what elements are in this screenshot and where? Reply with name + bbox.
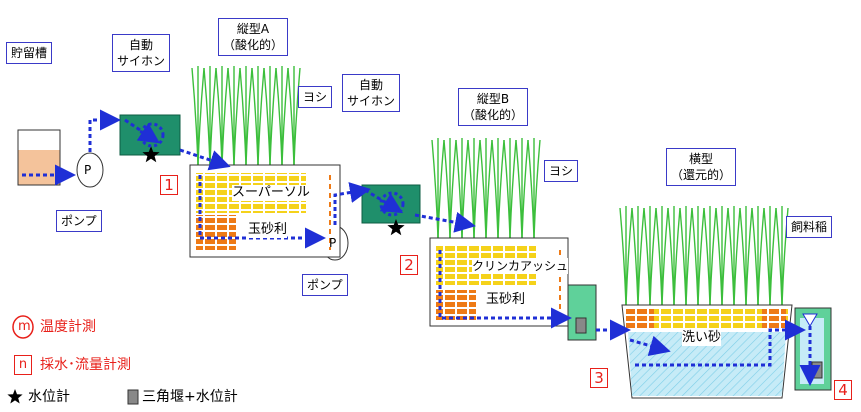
marker-1: 1 <box>160 175 178 195</box>
legend-weir-icon <box>127 389 139 405</box>
marker-3: 3 <box>590 368 608 388</box>
horizontal-bed <box>621 304 793 399</box>
water-level-star-1 <box>142 146 160 163</box>
auto-siphon-1-label: 自動サイホン <box>112 34 171 72</box>
vertical-bed-b <box>429 237 569 327</box>
vertical-bed-a <box>189 164 341 258</box>
clinker-ash-label: クリンカアッシュ <box>472 258 569 274</box>
pump-2-p: P <box>329 236 337 250</box>
horizontal-label: 横型（還元的） <box>666 148 737 186</box>
storage-tank <box>17 129 61 186</box>
siphon-2-flow-circle <box>379 191 405 217</box>
flow-arrows <box>22 109 821 386</box>
legend-sampling-symbol: n <box>14 355 32 375</box>
gravel-1-label: 玉砂利 <box>248 222 288 238</box>
marker-2: 2 <box>400 255 418 275</box>
gravel-2-label: 玉砂利 <box>486 292 526 308</box>
pump-1-label: ポンプ <box>56 210 102 232</box>
legend-temp-circle <box>12 315 34 339</box>
washed-sand-label: 洗い砂 <box>682 330 722 346</box>
siphon-1-flow-circle <box>139 122 165 148</box>
marker-4: 4 <box>834 380 852 400</box>
legend-water-level-label: 水位計 <box>28 389 70 405</box>
legend-temp-label: 温度計測 <box>40 319 96 335</box>
pump-1-symbol <box>76 152 104 188</box>
legend-weir-label: 三角堰+水位計 <box>142 389 238 405</box>
vertical-a-label: 縦型A（酸化的） <box>218 18 289 56</box>
outlet-box-4 <box>794 307 832 391</box>
auto-siphon-2-label: 自動サイホン <box>342 74 401 112</box>
vertical-b-label: 縦型B（酸化的） <box>458 88 529 126</box>
storage-tank-label: 貯留槽 <box>6 42 53 64</box>
pump-2-label: ポンプ <box>302 274 348 296</box>
legend-star-icon <box>7 389 23 404</box>
auto-siphon-2-tank <box>361 184 421 224</box>
legend-temp-symbol: m <box>18 319 31 334</box>
reed-label-1: ヨシ <box>298 86 333 108</box>
reed-label-2: ヨシ <box>544 160 579 182</box>
water-level-star-2 <box>387 219 405 236</box>
super-soil-label: スーパーソル <box>232 185 310 201</box>
legend-sampling-label: 採水･流量計測 <box>40 357 131 373</box>
weir-box-3 <box>567 284 597 341</box>
feed-rice-label: 飼料稲 <box>786 216 833 238</box>
pump-1-p: P <box>84 163 92 177</box>
